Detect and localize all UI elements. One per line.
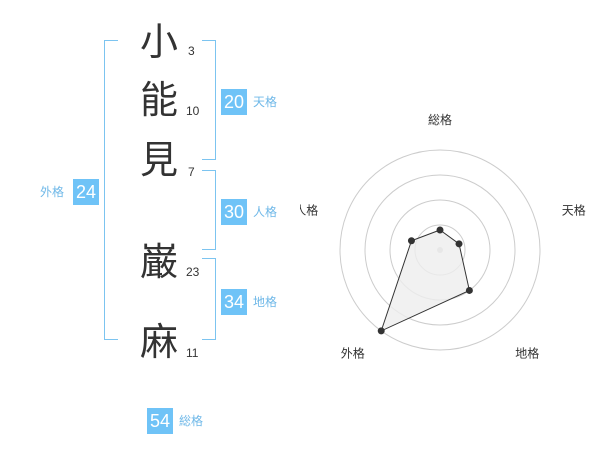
radar-point-2 [455, 240, 463, 248]
stroke-count-4: 23 [186, 265, 200, 279]
radar-point-4 [377, 327, 385, 335]
gaikaku-bracket [104, 40, 118, 340]
jinkaku-bracket [202, 170, 216, 250]
radar-axis-label-2: 天格 [562, 202, 586, 217]
name-char-4: 巌 [139, 240, 178, 284]
chikaku-bracket [202, 258, 216, 340]
stroke-count-5: 11 [186, 346, 199, 360]
radar-point-3 [465, 286, 473, 294]
stroke-count-1: 3 [188, 44, 195, 58]
radar-axis-label-5: 人格 [300, 202, 318, 217]
soukaku-label: 総格 [179, 414, 204, 428]
radar-axis-label-1: 総格 [428, 112, 452, 127]
radar-point-5 [407, 237, 415, 245]
name-char-1: 小 [139, 20, 178, 64]
tenkaku-bracket [202, 40, 216, 160]
tenkaku-label: 天格 [253, 95, 278, 109]
radar-ring-4 [339, 149, 541, 351]
name-char-2: 能 [139, 78, 178, 122]
jinkaku-label: 人格 [253, 205, 278, 219]
soukaku-value: 54 [147, 408, 173, 434]
tenkaku-value: 20 [221, 89, 247, 115]
radar-axis-label-4: 外格 [341, 346, 365, 361]
name-char-3: 見 [139, 138, 178, 182]
gaikaku-value: 24 [73, 179, 99, 205]
chikaku-label: 地格 [253, 295, 278, 309]
radar-point-1 [436, 226, 444, 234]
radar-series-polygon [380, 229, 470, 332]
radar-ring-3 [364, 174, 516, 326]
stroke-count-2: 10 [186, 104, 200, 118]
jinkaku-value: 30 [221, 199, 247, 225]
name-char-5: 麻 [139, 320, 178, 364]
stroke-count-3: 7 [188, 165, 195, 179]
chikaku-value: 34 [221, 289, 247, 315]
gaikaku-label: 外格 [40, 185, 65, 199]
radar-axis-label-3: 地格 [515, 346, 539, 361]
